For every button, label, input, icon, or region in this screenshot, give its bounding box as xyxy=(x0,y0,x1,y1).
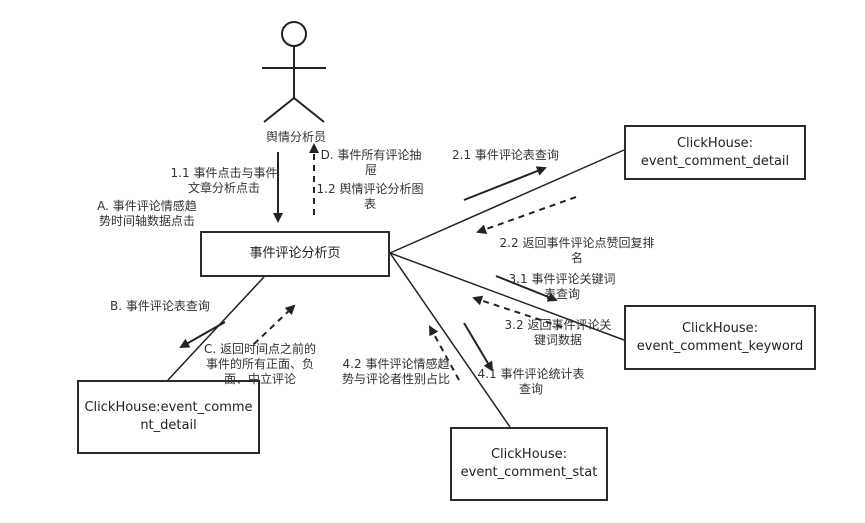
arrow-c xyxy=(253,304,296,345)
arrow-3-1 xyxy=(495,275,558,302)
actor-figure xyxy=(262,21,326,123)
clickhouse-detail-left-box: ClickHouse:event_comme nt_detail xyxy=(77,380,260,454)
label-4-1: 4.1 事件评论统计表 查询 xyxy=(477,367,585,396)
analysis-page-box: 事件评论分析页 xyxy=(200,231,390,277)
actor-name: 舆情分析员 xyxy=(265,130,326,144)
label-3-2: 3.2 返回事件评论关 键词数据 xyxy=(504,318,612,347)
label-a: A. 事件评论情感趋 势时间轴数据点击 xyxy=(97,199,197,228)
arrow-4-1 xyxy=(463,322,494,372)
clickhouse-stat-label: ClickHouse: event_comment_stat xyxy=(460,447,598,480)
clickhouse-keyword-label: ClickHouse: event_comment_keyword xyxy=(636,320,804,354)
line-page-to-stat xyxy=(389,252,511,428)
line-page-to-keyword xyxy=(389,252,625,341)
label-1-2: 1.2 舆情评论分析图 表 xyxy=(316,182,424,211)
label-2-1: 2.1 事件评论表查询 xyxy=(452,148,559,162)
clickhouse-detail-top-box: ClickHouse: event_comment_detail xyxy=(624,125,806,180)
line-page-to-detail-top xyxy=(389,149,625,254)
clickhouse-detail-top-label: ClickHouse: event_comment_detail xyxy=(640,135,790,169)
arrow-2-1 xyxy=(463,166,547,201)
clickhouse-detail-left-label: ClickHouse:event_comme nt_detail xyxy=(84,400,253,433)
label-3-1: 3.1 事件评论关键词 表查询 xyxy=(508,272,616,301)
line-page-to-detail-left xyxy=(167,276,265,381)
clickhouse-keyword-box: ClickHouse: event_comment_keyword xyxy=(624,305,816,370)
label-2-2: 2.2 返回事件评论点赞回复排 名 xyxy=(499,236,655,265)
clickhouse-stat-box: ClickHouse: event_comment_stat xyxy=(450,427,608,501)
arrow-b xyxy=(179,321,226,348)
arrow-2-2 xyxy=(476,196,577,235)
label-b: B. 事件评论表查询 xyxy=(110,299,210,313)
label-1-1: 1.1 事件点击与事件 文章分析点击 xyxy=(170,166,278,195)
label-4-2: 4.2 事件评论情感趋 势与评论者性别占比 xyxy=(341,357,450,386)
analysis-page-label: 事件评论分析页 xyxy=(249,246,341,261)
label-c: C. 返回时间点之前的 事件的所有正面、负 面、中立评论 xyxy=(203,342,316,386)
arrow-3-2 xyxy=(472,295,563,328)
label-d: D. 事件所有评论抽 屉 xyxy=(320,148,422,177)
